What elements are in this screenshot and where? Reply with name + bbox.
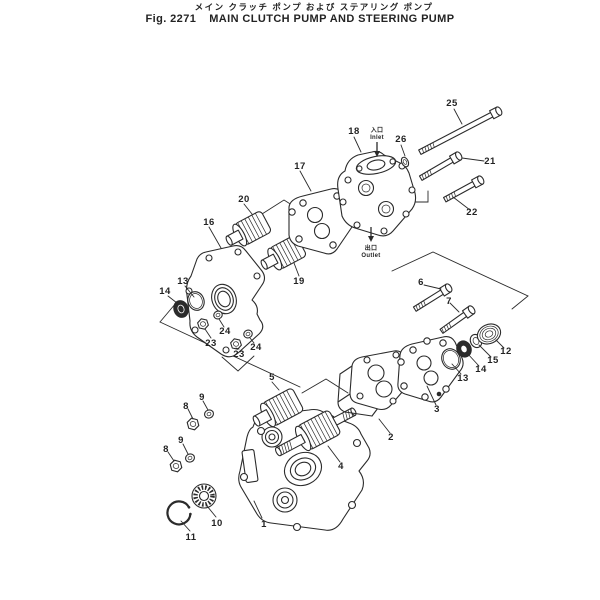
part-label-23-b: 23 — [233, 349, 245, 360]
part-label-23-a: 23 — [205, 338, 217, 349]
washer-24-a — [213, 310, 223, 320]
part-label-12: 12 — [500, 346, 512, 357]
inlet-label-en: Inlet — [370, 135, 384, 141]
washer-24-b — [243, 329, 253, 339]
title-english: MAIN CLUTCH PUMP AND STEERING PUMP — [209, 13, 455, 25]
part-label-7: 7 — [446, 296, 452, 307]
bolt-25 — [418, 106, 503, 155]
nut-8-a — [186, 417, 200, 431]
part-label-25: 25 — [446, 98, 458, 109]
part-label-24-b: 24 — [250, 342, 262, 353]
part-label-13-upper: 13 — [177, 276, 189, 287]
part-label-9-b: 9 — [178, 435, 184, 446]
part-label-1: 1 — [261, 519, 267, 530]
part-label-9-a: 9 — [199, 392, 205, 403]
part-label-22: 22 — [466, 207, 478, 218]
inlet-annotation: 入口 Inlet — [370, 127, 384, 157]
part-label-16: 16 — [203, 217, 215, 228]
gear-20 — [225, 211, 272, 247]
part-label-26: 26 — [395, 134, 407, 145]
title-japanese: メイン クラッチ ポンプ および ステアリング ポンプ — [194, 2, 434, 12]
part-label-14-lower: 14 — [475, 364, 487, 375]
gear-shaft-4 — [274, 407, 357, 457]
part-label-2: 2 — [388, 432, 394, 443]
part-label-11: 11 — [185, 532, 196, 543]
nut-23-b — [230, 338, 242, 350]
gear-case-2 — [337, 350, 413, 417]
part-label-4: 4 — [338, 461, 344, 472]
part-label-8-b: 8 — [163, 444, 169, 455]
washer-9-b — [185, 453, 195, 463]
steering-pump-assembly — [173, 106, 503, 358]
part-label-14-upper: 14 — [159, 286, 171, 297]
part-label-19: 19 — [293, 276, 305, 287]
part-label-5: 5 — [269, 372, 275, 383]
outlet-label-jp: 出口 — [365, 244, 378, 252]
washer-9-a — [204, 409, 214, 419]
part-label-21: 21 — [484, 156, 496, 167]
gear-5 — [252, 388, 304, 428]
o-ring-13-upper — [187, 291, 205, 311]
part-label-18: 18 — [348, 126, 360, 137]
nut-8-b — [169, 459, 183, 473]
part-labels: 16 20 17 18 26 25 21 22 19 13 14 23 24 2… — [159, 98, 512, 543]
bearing-10 — [191, 483, 217, 509]
inlet-label-jp: 入口 — [370, 127, 384, 134]
part-label-10: 10 — [211, 518, 223, 529]
bolt-6 — [412, 283, 453, 312]
plug-12 — [476, 323, 502, 345]
part-label-17: 17 — [294, 161, 306, 172]
part-label-20: 20 — [238, 194, 250, 205]
part-label-24-a: 24 — [219, 326, 231, 337]
snap-ring-11 — [166, 500, 192, 526]
seal-14-lower — [456, 340, 472, 358]
main-pump-assembly — [166, 283, 502, 532]
bolt-21 — [418, 151, 463, 181]
part-label-3: 3 — [434, 404, 440, 415]
o-ring-13-lower — [441, 348, 461, 370]
part-label-6: 6 — [418, 277, 424, 288]
plug-14-upper — [173, 300, 189, 318]
figure-title: Fig. 2271 MAIN CLUTCH PUMP AND STEERING P… — [146, 13, 455, 25]
nut-23-a — [197, 318, 209, 330]
bolt-22 — [443, 175, 485, 203]
leader-lines — [167, 108, 505, 532]
part-label-15: 15 — [487, 355, 499, 366]
outlet-label-en: Outlet — [361, 253, 380, 259]
outlet-annotation: 出口 Outlet — [361, 227, 380, 259]
pump-body-1 — [238, 408, 371, 532]
part-label-13-lower: 13 — [457, 373, 469, 384]
outlet-arrow-icon — [368, 227, 374, 242]
figure-number: Fig. 2271 — [145, 13, 197, 25]
pump-body-16 — [185, 245, 266, 358]
pump-cover-18 — [337, 150, 417, 237]
washer-26 — [400, 156, 410, 168]
part-label-8-a: 8 — [183, 401, 189, 412]
bolt-7 — [439, 305, 476, 334]
inlet-arrow-icon — [374, 142, 380, 157]
